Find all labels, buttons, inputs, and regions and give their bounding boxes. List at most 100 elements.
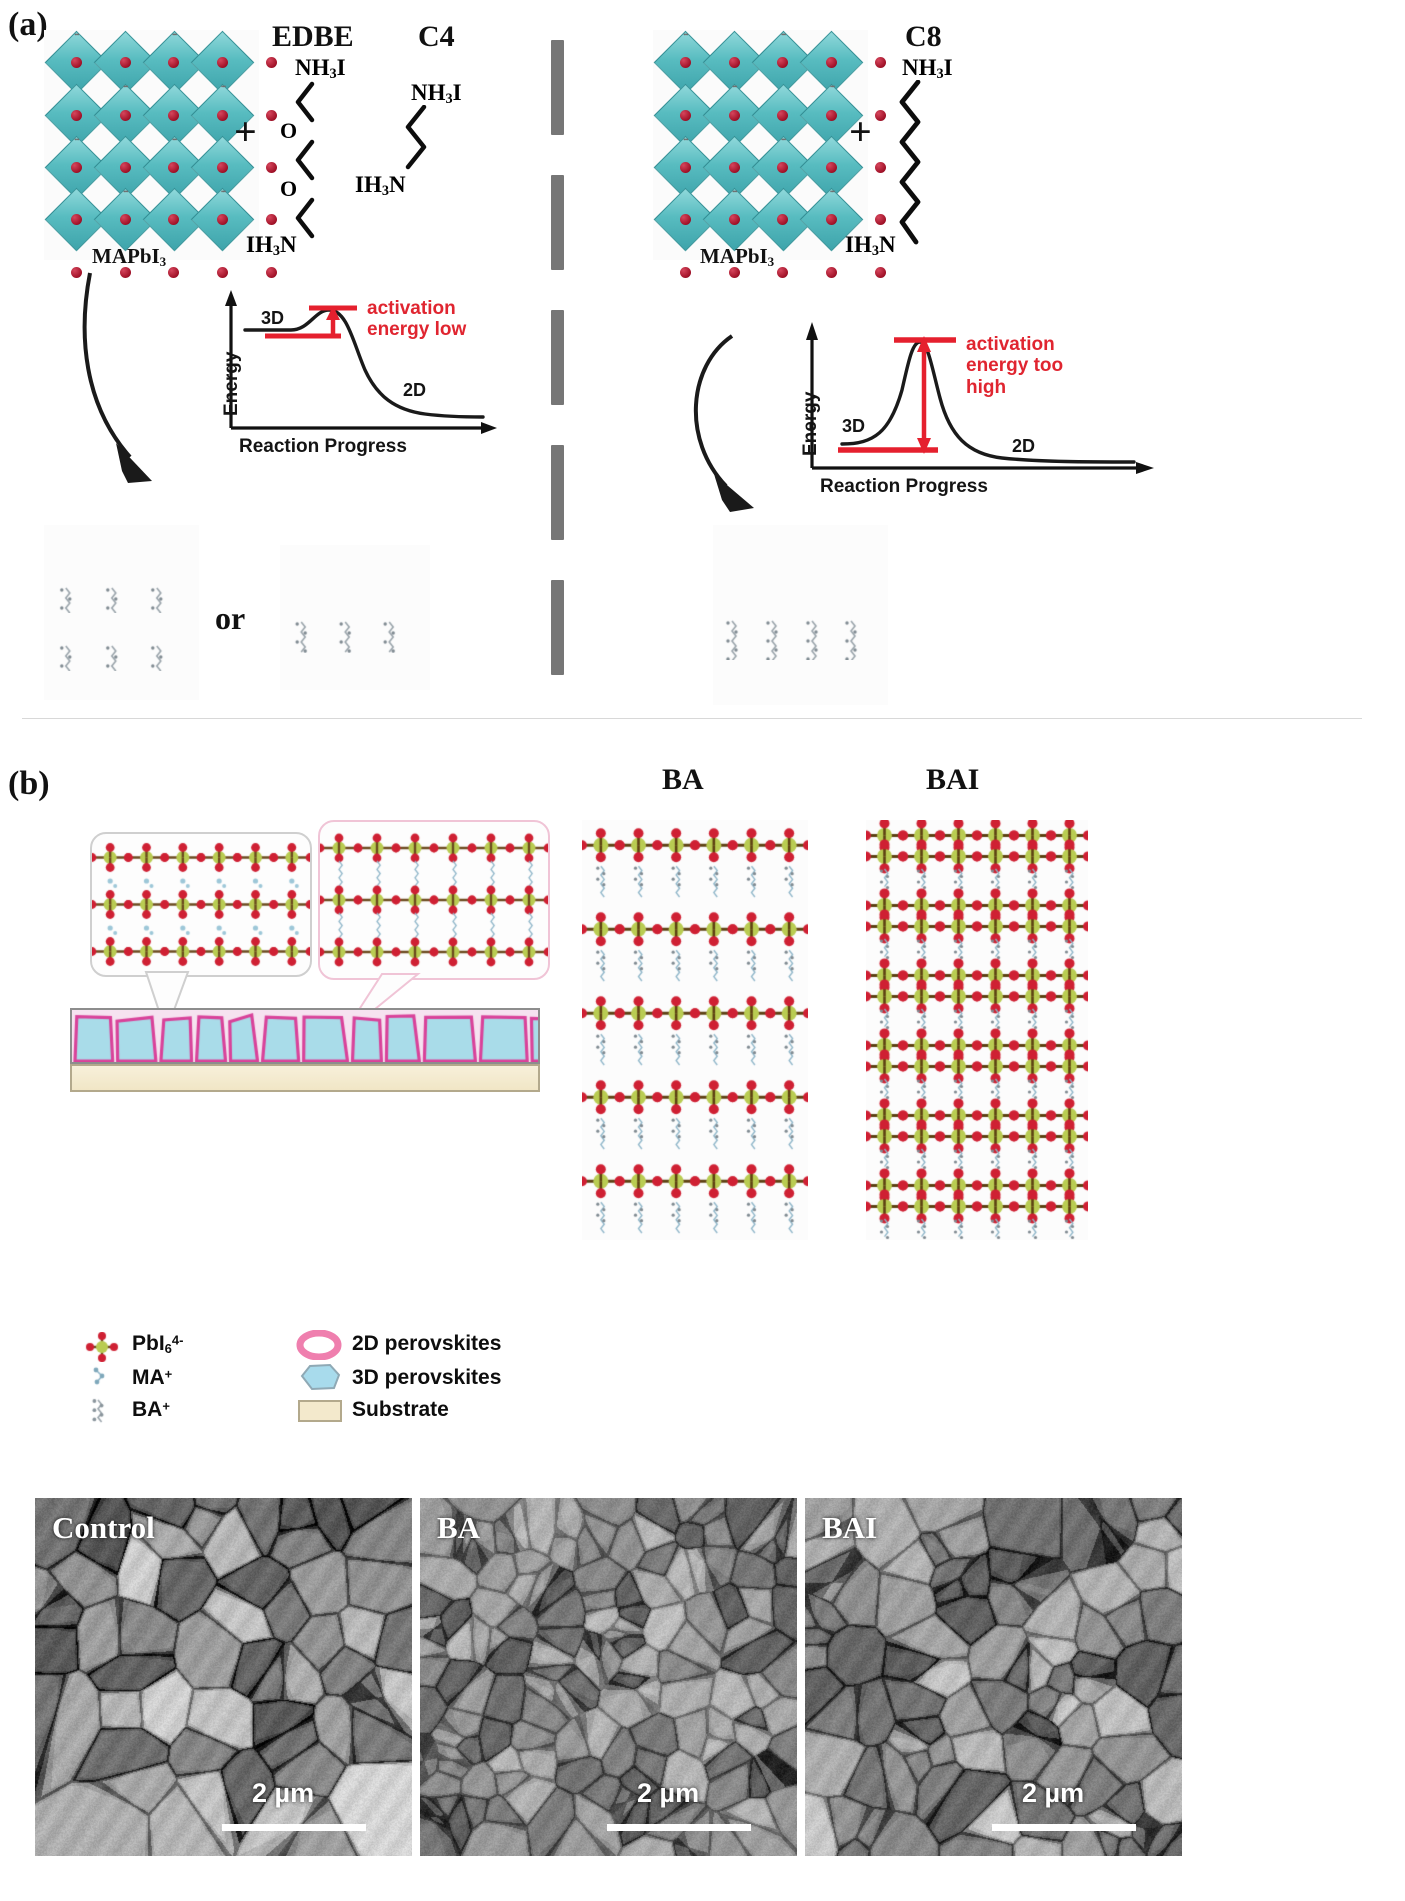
divider-dash [551,310,564,405]
bai-layered-stack [866,820,1088,1240]
divider-dash [551,175,564,270]
divider-dash [551,40,564,135]
blue-grain-icon [296,1362,342,1392]
legend-label-2d: 2D perovskites [352,1332,501,1356]
layered-2d-structure-left-b [280,545,430,690]
iodine-atom [266,162,277,173]
organic-chain [98,586,144,613]
organic-chain [143,586,189,613]
iodine-atom [120,162,131,173]
organic-chain [52,644,98,671]
energy-diagram-left: Energy Reaction Progress 3D 2D activatio… [205,288,510,463]
state-2d-label-left: 2D [403,380,426,401]
or-connector: or [215,600,245,637]
callout-3d-lattice [92,834,310,975]
organic-chain [52,586,98,613]
activation-annotation-right: activation energy too high [966,334,1063,398]
reaction-progress-label-left: Reaction Progress [239,436,407,458]
legend-label-3d: 3D perovskites [352,1366,501,1390]
callout-3d-region [90,832,312,977]
iodine-atom [71,110,82,121]
octahedron [44,677,74,707]
divider-dash [551,445,564,540]
organic-chain [376,620,420,653]
ma-cation: ••• [732,188,736,196]
sem-control-canvas [35,1498,412,1856]
octahedron [280,734,318,772]
ma-cation: ••• [74,31,78,39]
octahedron [280,583,318,621]
organic-chain [720,619,760,660]
ma-cation: ••• [830,188,834,196]
edbe-top-group: NH3I [295,55,346,83]
molecule-title-edbe: EDBE [272,20,354,54]
iodine-atom [875,267,886,278]
iodine-atom [680,267,691,278]
scalebar-control [222,1824,366,1831]
crystal-structure-mapbi3-left: •••••••••••••••••••••••• [44,30,259,260]
ma-cation: ••• [74,136,78,144]
iodine-atom [729,57,740,68]
panel-a-label: (a) [8,6,48,44]
iodine-atom [680,214,691,225]
octahedron [713,525,751,563]
iodine-atom [680,110,691,121]
crystal-label-right: MAPbI3 [700,244,774,270]
crystal-structure-mapbi3-right: •••••••••••••••••••••••• [653,30,868,260]
edbe-bottom-group: IH3N [246,232,297,260]
iodine-atom [680,162,691,173]
c8-bottom-group: IH3N [845,232,896,260]
edbe-oxygen-1: O [280,118,297,144]
state-2d-label-right: 2D [1012,436,1035,457]
ma-cation: ••• [781,136,785,144]
iodine-atom [71,162,82,173]
octahedron [713,752,751,790]
ma-cation: ••• [221,188,225,196]
iodine-atom [120,57,131,68]
iodine-atom [266,214,277,225]
ma-cation: ••• [830,83,834,91]
iodine-atom [120,214,131,225]
c8-top-group: NH3I [902,55,953,83]
c4-top-group: NH3I [411,80,462,108]
sem-image-ba [420,1498,797,1856]
plus-sign-left: + [234,108,257,155]
edbe-chain [286,80,346,250]
octahedron [44,616,74,646]
scalebar-ba [607,1824,751,1831]
octahedron [44,555,74,585]
iodine-atom [729,110,740,121]
activation-annotation-left: activation energy low [367,298,466,341]
legend-label-pbi6: PbI64- [132,1332,184,1356]
octahedron [280,545,318,583]
ma-cation: ••• [172,31,176,39]
iodine-atom [217,267,228,278]
scalebar-bai [992,1824,1136,1831]
ba-cation-icon [84,1396,120,1426]
sem-label-bai: BAI [822,1510,877,1546]
octahedron [713,676,751,714]
pink-ring-icon [296,1330,342,1360]
iodine-atom [777,267,788,278]
iodine-atom [266,57,277,68]
ma-cation: ••• [172,136,176,144]
iodine-atom [71,214,82,225]
reaction-arrow-left [72,265,212,515]
organic-chain [143,644,189,671]
ma-cation: ••• [732,83,736,91]
sem-label-control: Control [52,1510,155,1546]
organic-chain [760,619,800,660]
bai-stack-canvas [866,820,1088,1240]
iodine-atom [266,267,277,278]
beige-rect-icon [298,1400,342,1422]
substrate-layer [70,1064,540,1092]
legend-label-ba: BA+ [132,1398,170,1422]
octahedron [280,659,318,697]
ma-cation: ••• [221,83,225,91]
ba-layered-stack [582,820,808,1240]
octahedron [280,697,318,735]
layered-2d-structure-right [713,525,888,705]
sem-label-ba: BA [437,1510,480,1546]
c8-chain [884,80,944,250]
panel-separator [22,718,1362,719]
